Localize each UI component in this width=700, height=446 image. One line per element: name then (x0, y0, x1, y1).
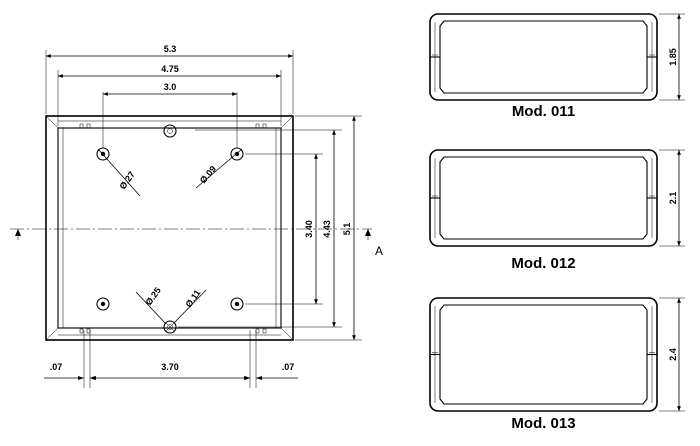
model-height-label: 2.1 (668, 192, 678, 205)
dim-label: 5.3 (164, 44, 177, 54)
enclosure-top-view (45, 115, 294, 341)
callout-label: Ø.11 (183, 288, 202, 309)
boss-top-center (163, 124, 177, 138)
callout-label: Ø.27 (117, 169, 136, 191)
callout-boss-outer: Ø.25 (135, 285, 167, 325)
dim-label: .07 (50, 362, 63, 372)
dim-height-mid: 4.43 (322, 130, 336, 327)
callout-label: Ø.25 (143, 285, 162, 307)
section-line (10, 228, 372, 240)
callout-boss-inner: Ø.11 (173, 288, 207, 324)
dim-label: 4.75 (161, 64, 179, 74)
callout-label: Ø.09 (198, 164, 218, 185)
model-height-label: 1.85 (668, 48, 678, 66)
model-name-label: Mod. 013 (511, 415, 575, 432)
dim-label: .07 (282, 362, 295, 372)
dim-label: 3.70 (161, 362, 179, 372)
dim-height-overall: 5.1 (342, 116, 356, 340)
dim-width-overall: 5.3 (46, 44, 293, 58)
dim-label: 4.43 (322, 220, 332, 238)
dim-hole-spacing: 3.0 (103, 82, 237, 96)
callout-hole-large: Ø.27 (97, 148, 141, 197)
boss-bottom-center (163, 320, 177, 334)
section-label: A (375, 244, 383, 258)
callout-hole-small: Ø.09 (195, 148, 243, 189)
mounting-hole-bottom-left (96, 297, 110, 311)
model-name-label: Mod. 011 (512, 103, 575, 120)
dim-label: 5.1 (342, 223, 352, 236)
extension-lines (45, 50, 362, 388)
model-height-label: 2.4 (668, 348, 678, 361)
dim-label: 3.0 (164, 82, 177, 92)
model-name-label: Mod. 012 (511, 255, 575, 272)
mounting-hole-bottom-right (230, 297, 244, 311)
dim-base-row: .07 3.70 .07 (44, 362, 298, 380)
dim-width-inner: 4.75 (58, 64, 281, 78)
dim-label: 3.40 (304, 220, 314, 238)
dim-height-inner: 3.40 (304, 154, 318, 304)
